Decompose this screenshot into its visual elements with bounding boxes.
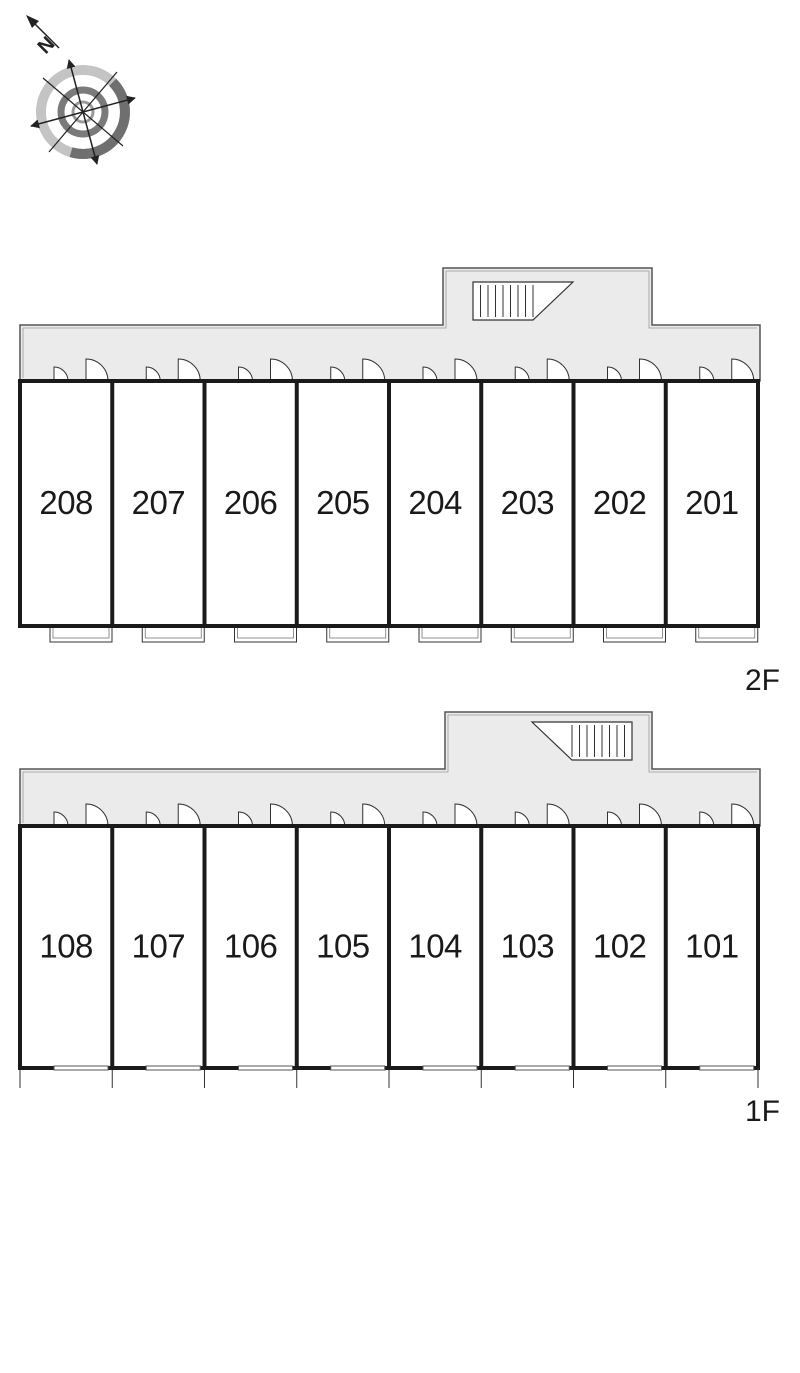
- staircase-icon: [530, 721, 633, 761]
- balcony: [603, 625, 666, 643]
- staircase-icon: [472, 281, 575, 321]
- unit-203[interactable]: 203: [481, 358, 574, 643]
- compass-rose-icon: N: [26, 15, 136, 165]
- balcony: [49, 625, 113, 643]
- unit-101[interactable]: 101: [665, 803, 758, 1088]
- walls: [18, 379, 760, 628]
- unit-number-label: 206: [224, 484, 278, 521]
- door-icon: [514, 803, 570, 827]
- door-icon: [514, 358, 570, 382]
- unit-number-label: 207: [132, 484, 186, 521]
- door-icon: [607, 358, 662, 382]
- walls: [18, 824, 760, 1088]
- door-icon: [145, 358, 201, 382]
- door-icon: [607, 803, 662, 827]
- unit-108[interactable]: 108: [19, 803, 113, 1088]
- floor-2f-plan: 208 207 206 205 204 203 202 201 2F: [18, 267, 780, 697]
- floor-label: 2F: [745, 664, 780, 697]
- door-icon: [330, 803, 386, 827]
- unit-205[interactable]: 205: [296, 358, 390, 643]
- unit-number-label: 105: [316, 928, 370, 965]
- unit-number-label: 108: [39, 928, 93, 965]
- unit-106[interactable]: 106: [204, 803, 297, 1088]
- unit-206[interactable]: 206: [204, 358, 297, 643]
- unit-number-label: 102: [593, 928, 647, 965]
- balcony: [695, 625, 759, 643]
- unit-104[interactable]: 104: [388, 803, 482, 1088]
- door-icon: [330, 358, 386, 382]
- floor-label: 1F: [745, 1095, 780, 1128]
- door-icon: [422, 358, 478, 382]
- unit-number-label: 202: [593, 484, 647, 521]
- unit-number-label: 101: [685, 928, 739, 965]
- door-icon: [238, 803, 293, 827]
- door-icon: [238, 358, 293, 382]
- unit-number-label: 205: [316, 484, 370, 521]
- balcony: [234, 625, 297, 643]
- unit-105[interactable]: 105: [296, 803, 389, 1088]
- balcony: [510, 625, 574, 643]
- unit-204[interactable]: 204: [389, 358, 482, 643]
- balcony: [141, 625, 205, 643]
- door-icon: [699, 803, 755, 827]
- unit-103[interactable]: 103: [480, 803, 574, 1088]
- floor-1f-plan: 108 107 106 105 104 103 102 101 1F: [18, 711, 780, 1128]
- balcony: [326, 625, 390, 643]
- unit-107[interactable]: 107: [111, 803, 205, 1088]
- unit-number-label: 103: [501, 928, 555, 965]
- corridor: [19, 267, 761, 382]
- balcony: [418, 625, 482, 643]
- unit-number-label: 201: [685, 484, 739, 521]
- unit-208[interactable]: 208: [20, 358, 113, 643]
- door-icon: [699, 358, 755, 382]
- unit-102[interactable]: 102: [573, 803, 666, 1088]
- unit-number-label: 106: [224, 928, 278, 965]
- unit-number-label: 204: [408, 484, 462, 521]
- door-icon: [422, 803, 478, 827]
- unit-number-label: 203: [501, 484, 555, 521]
- unit-number-label: 104: [408, 928, 462, 965]
- unit-201[interactable]: 201: [665, 358, 759, 643]
- unit-number-label: 107: [132, 928, 186, 965]
- door-icon: [145, 803, 201, 827]
- door-icon: [53, 358, 109, 382]
- unit-number-label: 208: [39, 484, 93, 521]
- unit-207[interactable]: 207: [112, 358, 205, 643]
- unit-202[interactable]: 202: [573, 358, 666, 643]
- door-icon: [53, 803, 109, 827]
- compass-north-label: N: [34, 33, 60, 59]
